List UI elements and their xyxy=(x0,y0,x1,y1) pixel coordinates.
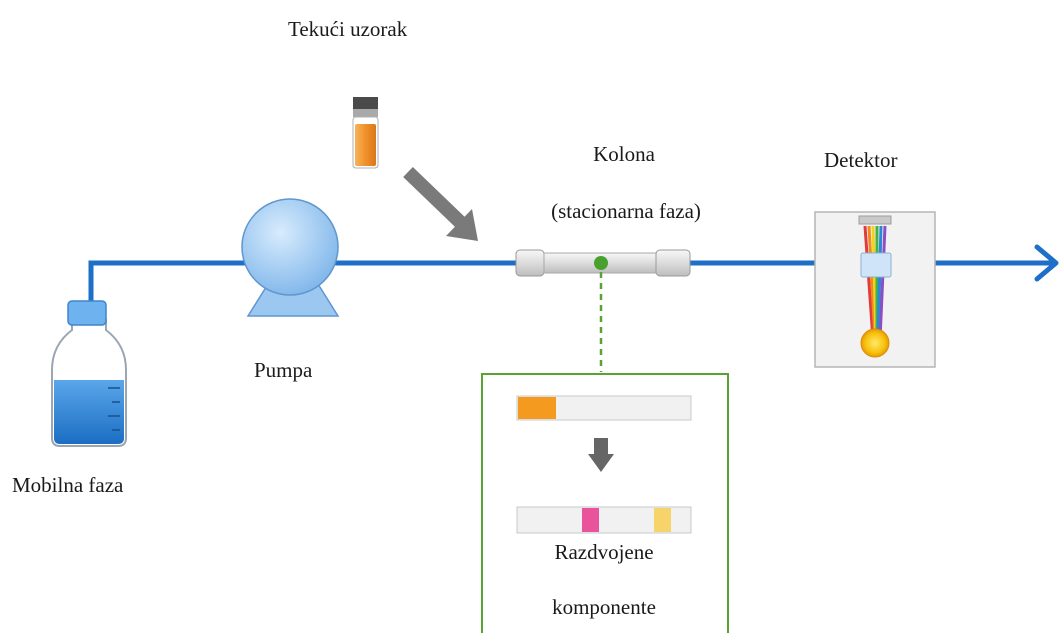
column-label: Kolona xyxy=(593,142,655,166)
column xyxy=(515,249,691,277)
mobile-phase-bottle xyxy=(51,300,127,447)
separation-inset xyxy=(481,373,729,633)
pump xyxy=(241,198,340,317)
detector-label: Detektor xyxy=(824,148,898,172)
separated-label: Razdvojene xyxy=(554,540,654,564)
injection-arrow xyxy=(403,166,478,241)
sample-label: Tekući uzorak xyxy=(288,17,408,41)
separated-sublabel: komponente xyxy=(552,595,656,619)
mobile-phase-label: Mobilna faza xyxy=(12,473,124,497)
sample-vial xyxy=(352,97,379,169)
detector xyxy=(814,211,936,368)
column-sublabel: (stacionarna faza) xyxy=(551,199,701,223)
pump-label: Pumpa xyxy=(254,358,313,382)
